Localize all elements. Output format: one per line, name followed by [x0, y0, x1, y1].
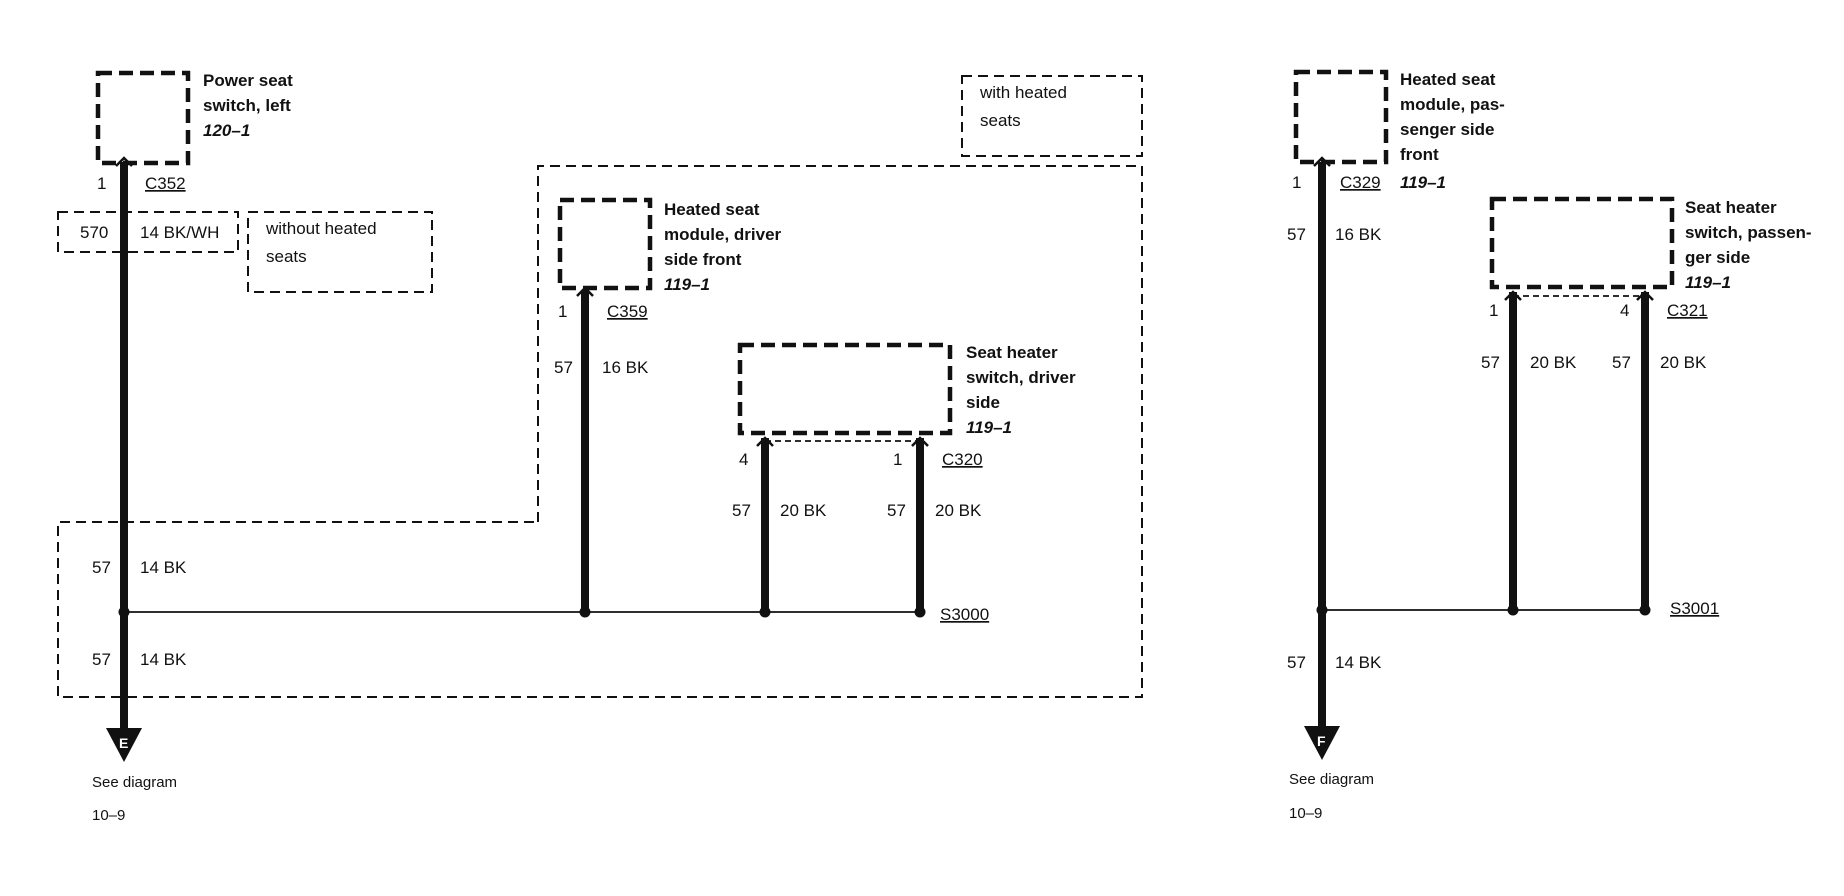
heated-module-pass-label-4: front	[1400, 145, 1439, 164]
power-seat-switch-pin: 1	[97, 174, 106, 193]
main-wire-left-pin-arrow	[115, 156, 133, 167]
heater-switch-pass-box	[1489, 196, 1675, 290]
main-wire-lower-wire: 14 BK	[140, 650, 187, 669]
heater-switch-pass-pin-b: 4	[1620, 301, 1629, 320]
heated-module-pass-label-2: module, pas-	[1400, 95, 1505, 114]
without-heated-wire: 14 BK/WH	[140, 223, 219, 242]
without-heated-note-1: without heated	[265, 219, 377, 238]
heater-switch-pass-ref: 119–1	[1685, 273, 1731, 292]
splice-dot-right-main	[1316, 604, 1328, 616]
arrow-f	[1304, 726, 1340, 760]
see-diagram-left-1: See diagram	[92, 774, 177, 791]
heater-switch-driver-wire-a-label: 20 BK	[780, 501, 827, 520]
power-seat-switch-label-1: Power seat	[203, 71, 293, 90]
heater-switch-driver-pin-a-arrow	[756, 436, 774, 447]
splice-s3000-label: S3000	[940, 605, 989, 624]
heated-module-driver-wire-label: 16 BK	[602, 358, 649, 377]
heater-switch-driver-wire-b-label: 20 BK	[935, 501, 982, 520]
heater-switch-pass-label-3: ger side	[1685, 248, 1750, 267]
connector-c320: C320	[942, 450, 983, 469]
without-heated-circuit: 570	[80, 223, 108, 242]
see-diagram-left-2: 10–9	[92, 807, 125, 824]
heater-switch-driver-box	[737, 342, 953, 436]
see-diagram-right-2: 10–9	[1289, 805, 1322, 822]
heater-switch-pass-pin-a: 1	[1489, 301, 1498, 320]
with-heated-note-box	[961, 75, 1143, 157]
heater-switch-pass-wire-b-label: 20 BK	[1660, 353, 1707, 372]
power-seat-switch-label-2: switch, left	[203, 96, 291, 115]
splice-dot-switch-a	[759, 606, 771, 618]
heated-module-pass-wire-label: 16 BK	[1335, 225, 1382, 244]
heated-module-pass-circuit: 57	[1287, 225, 1306, 244]
heater-switch-driver-pin-b-arrow	[911, 436, 929, 447]
heater-switch-pass-circuit-a: 57	[1481, 353, 1500, 372]
heated-module-pass-label-3: senger side	[1400, 120, 1495, 139]
power-seat-switch-box	[95, 70, 191, 166]
with-heated-note-2: seats	[980, 111, 1021, 130]
heater-switch-pass-circuit-b: 57	[1612, 353, 1631, 372]
splice-dot-module	[579, 606, 591, 618]
connector-c359: C359	[607, 302, 648, 321]
heater-switch-pass-label-1: Seat heater	[1685, 198, 1777, 217]
heated-module-pass-pin: 1	[1292, 173, 1301, 192]
main-wire-upper-wire: 14 BK	[140, 558, 187, 577]
power-seat-switch-ref: 120–1	[203, 121, 250, 140]
heater-switch-driver-label-2: switch, driver	[966, 368, 1076, 387]
heater-switch-driver-ref: 119–1	[966, 418, 1012, 437]
connector-c321: C321	[1667, 301, 1708, 320]
arrow-f-letter: F	[1317, 733, 1326, 749]
heater-switch-pass-wire-a-label: 20 BK	[1530, 353, 1577, 372]
right-lower-wire-label: 14 BK	[1335, 653, 1382, 672]
splice-dot-main	[118, 606, 130, 618]
main-wire-lower-circuit: 57	[92, 650, 111, 669]
heater-switch-driver-circuit-b: 57	[887, 501, 906, 520]
connector-c329: C329	[1340, 173, 1381, 192]
heater-switch-driver-label-3: side	[966, 393, 1000, 412]
splice-dot-right-a	[1507, 604, 1519, 616]
heater-switch-driver-pin-b: 1	[893, 450, 902, 469]
heater-switch-pass-label-2: switch, passen-	[1685, 223, 1812, 242]
heater-switch-pass-pin-a-arrow	[1504, 290, 1522, 301]
heated-module-pass-ref: 119–1	[1400, 173, 1446, 192]
splice-dot-right-b	[1639, 604, 1651, 616]
heater-switch-driver-label-1: Seat heater	[966, 343, 1058, 362]
splice-dot-switch-b	[914, 606, 926, 618]
arrow-e-letter: E	[119, 735, 128, 751]
heated-module-pass-box	[1293, 69, 1389, 165]
with-heated-region	[57, 165, 1143, 698]
heated-module-driver-label-2: module, driver	[664, 225, 782, 244]
heated-module-driver-box	[557, 197, 653, 291]
splice-s3001-label: S3001	[1670, 599, 1719, 618]
heated-module-driver-pin: 1	[558, 302, 567, 321]
without-heated-wire-box	[57, 211, 239, 253]
without-heated-note-2: seats	[266, 247, 307, 266]
heated-module-pass-label-1: Heated seat	[1400, 70, 1496, 89]
connector-c352: C352	[145, 174, 186, 193]
main-wire-upper-circuit: 57	[92, 558, 111, 577]
heated-module-driver-ref: 119–1	[664, 275, 710, 294]
right-lower-circuit: 57	[1287, 653, 1306, 672]
main-wire-right-pin-arrow	[1313, 156, 1331, 167]
heater-switch-driver-circuit-a: 57	[732, 501, 751, 520]
see-diagram-right-1: See diagram	[1289, 771, 1374, 788]
heated-module-driver-label-3: side front	[664, 250, 742, 269]
heater-switch-pass-pin-b-arrow	[1636, 290, 1654, 301]
heater-switch-driver-pin-a: 4	[739, 450, 748, 469]
with-heated-note-1: with heated	[979, 83, 1067, 102]
without-heated-note-box	[247, 211, 433, 293]
heated-module-driver-pin-arrow	[576, 286, 594, 297]
heated-module-driver-circuit: 57	[554, 358, 573, 377]
arrow-e	[106, 728, 142, 762]
heated-module-driver-label-1: Heated seat	[664, 200, 760, 219]
